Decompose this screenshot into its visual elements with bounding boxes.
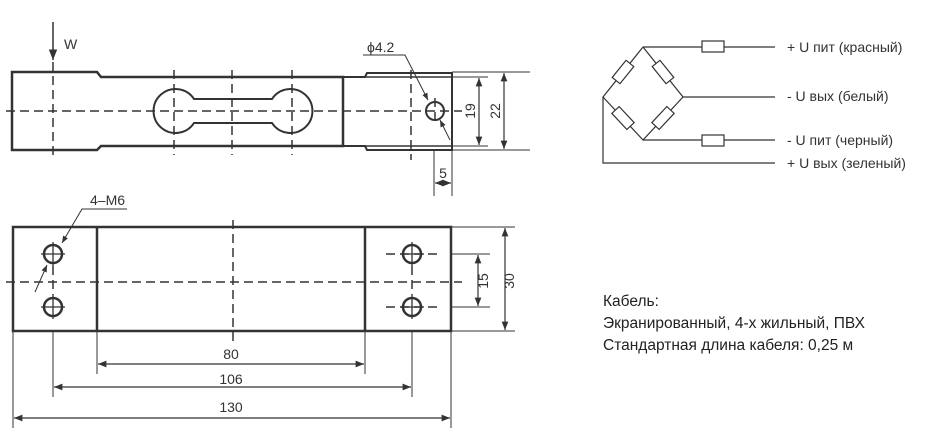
wire-label-red: + U пит (красный): [787, 39, 902, 55]
cable-length: Стандартная длина кабеля: 0,25 м: [603, 337, 854, 354]
wire-label-black: - U пит (черный): [787, 132, 893, 148]
dim-19: 19: [462, 103, 478, 119]
cable-type: Экранированный, 4-х жильный, ПВХ: [603, 315, 865, 332]
dim-15: 15: [475, 273, 491, 289]
dim-106: 106: [219, 371, 243, 387]
cable-title: Кабель:: [603, 293, 659, 310]
dim-5: 5: [439, 165, 447, 181]
wiring-diagram: [602, 40, 775, 164]
bottom-view: [6, 208, 515, 428]
cable-info: Кабель: Экранированный, 4-х жильный, ПВХ…: [603, 291, 865, 357]
slot-outline: [152, 88, 314, 134]
dim-22: 22: [487, 103, 503, 119]
thread-label: 4–M6: [90, 192, 125, 208]
dim-80: 80: [223, 346, 239, 362]
dim-30: 30: [501, 273, 517, 289]
hole-diameter-label: ϕ4.2: [367, 39, 395, 55]
wire-label-green: + U вых (зеленый): [787, 155, 906, 171]
wire-label-white: - U вых (белый): [787, 88, 889, 104]
dim-130: 130: [219, 399, 243, 415]
top-view: [6, 22, 530, 196]
load-label: W: [64, 36, 78, 52]
